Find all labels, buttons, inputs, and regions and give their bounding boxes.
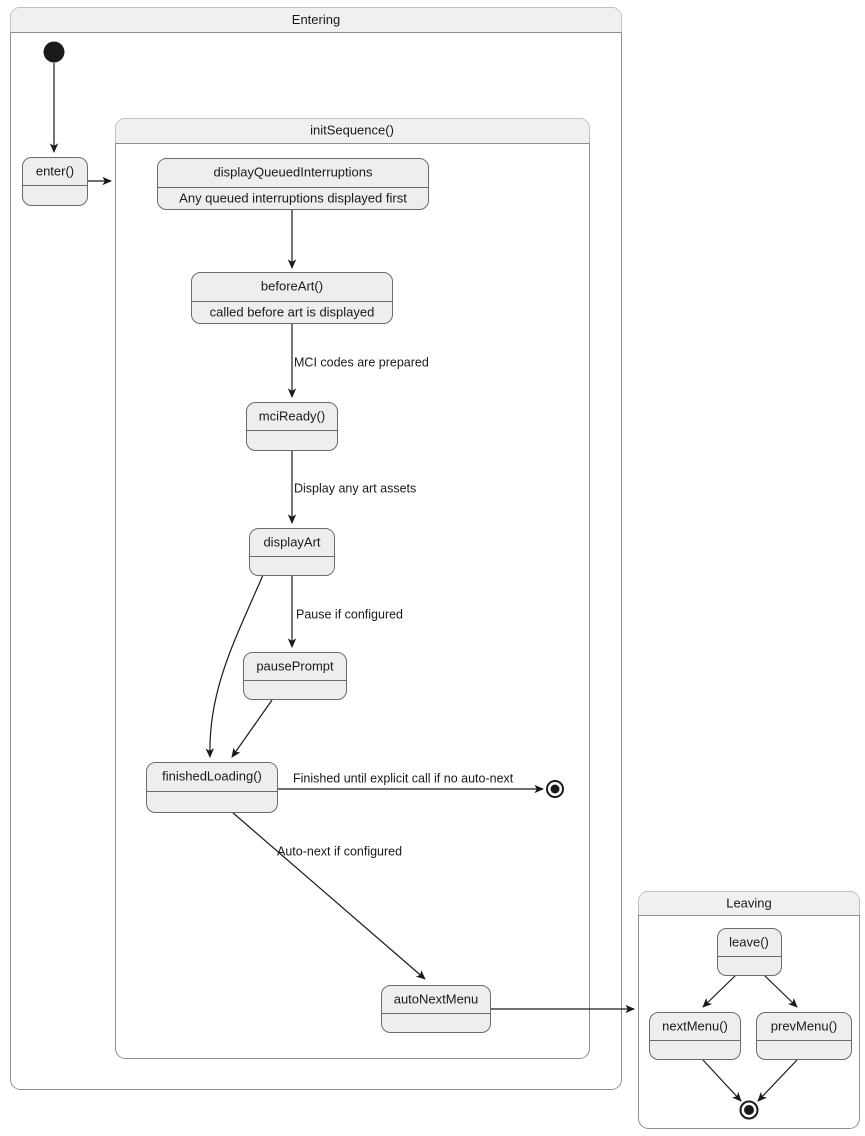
edge-leave-to-prev-menu [763,974,798,1008]
edges: MCI codes are prepared Display any art a… [49,63,798,1102]
state-enter-title: enter() [36,163,74,178]
edge-label-pause-if-configured: Pause if configured [296,607,403,621]
state-enter-box[interactable] [22,157,88,206]
edge-finished-loading-to-auto-next-menu [231,811,426,980]
edge-display-art-to-finished-loading [205,574,264,758]
state-pause-prompt[interactable]: pausePrompt [243,652,347,700]
state-mci-ready[interactable]: mciReady() [246,402,338,451]
state-pause-prompt-title: pausePrompt [256,658,334,673]
edge-label-mci-codes: MCI codes are prepared [294,355,429,369]
state-leave-title: leave() [729,934,769,949]
state-mci-ready-title: mciReady() [259,408,325,423]
state-auto-next-menu[interactable]: autoNextMenu [381,985,491,1033]
state-next-menu-title: nextMenu() [662,1018,728,1033]
state-display-art-title: displayArt [263,534,320,549]
container-init-sequence: initSequence() [115,118,590,1059]
container-leaving-frame [638,891,860,1129]
state-display-queued-interruptions-desc: Any queued interruptions displayed first [179,190,407,205]
container-entering-header-bg [10,7,622,33]
container-leaving-header-bg [638,891,860,916]
final-state-dot [744,1105,754,1115]
state-before-art-title: beforeArt() [261,278,323,293]
state-before-art-desc: called before art is displayed [210,304,375,319]
state-prev-menu[interactable]: prevMenu() [756,1012,852,1060]
edge-label-display-art-assets: Display any art assets [294,481,416,495]
state-auto-next-menu-title: autoNextMenu [394,991,479,1006]
state-prev-menu-box[interactable] [756,1012,852,1060]
container-init-sequence-title: initSequence() [310,122,394,137]
state-finished-loading-box[interactable] [146,762,278,813]
initial-state [43,41,65,63]
state-finished-loading-title: finishedLoading() [162,768,262,783]
edge-leave-to-next-menu [702,974,737,1008]
final-state-leaving [739,1100,759,1120]
edge-prev-menu-to-final [757,1059,798,1102]
edge-label-auto-next-if-configured: Auto-next if configured [277,844,402,858]
state-display-queued-interruptions-box[interactable] [157,158,429,210]
state-leave-box[interactable] [717,928,782,976]
state-finished-loading[interactable]: finishedLoading() [146,762,278,813]
state-prev-menu-title: prevMenu() [771,1018,837,1033]
state-mci-ready-box[interactable] [246,402,338,451]
state-next-menu-box[interactable] [649,1012,741,1060]
state-display-queued-interruptions[interactable]: displayQueuedInterruptions Any queued in… [157,158,429,210]
state-before-art-box[interactable] [191,272,393,324]
container-init-sequence-header-bg [115,118,590,144]
container-leaving: Leaving [638,891,860,1129]
container-leaving-title: Leaving [726,895,772,910]
container-entering-title: Entering [292,12,340,27]
state-display-art[interactable]: displayArt [249,528,335,576]
final-state-dot [550,784,560,794]
state-before-art[interactable]: beforeArt() called before art is display… [191,272,393,324]
state-display-art-box[interactable] [249,528,335,576]
state-display-queued-interruptions-title: displayQueuedInterruptions [214,164,373,179]
state-next-menu[interactable]: nextMenu() [649,1012,741,1060]
state-auto-next-menu-box[interactable] [381,985,491,1033]
edge-next-menu-to-final [702,1059,742,1102]
final-state-main [546,780,564,798]
state-pause-prompt-box[interactable] [243,652,347,700]
container-init-sequence-frame [115,118,590,1059]
state-leave[interactable]: leave() [717,928,782,976]
initial-state-dot [43,41,65,63]
edge-pause-prompt-to-finished-loading [231,699,273,758]
edge-label-finished-until-explicit: Finished until explicit call if no auto-… [293,771,514,785]
state-enter[interactable]: enter() [22,157,88,206]
